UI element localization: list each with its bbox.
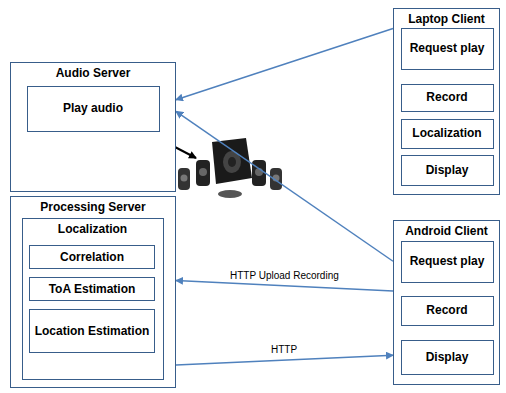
process-box: Record bbox=[401, 84, 494, 112]
process-box: Record bbox=[401, 296, 494, 326]
process-box: Location Estimation bbox=[29, 309, 155, 353]
box-label: Record bbox=[426, 90, 467, 104]
box-label: Location Estimation bbox=[35, 324, 150, 338]
box-heading: Localization bbox=[23, 219, 163, 236]
connector-arrow bbox=[176, 29, 393, 100]
connector-arrow bbox=[176, 111, 393, 261]
box-label: Play audio bbox=[63, 101, 123, 115]
box-label: ToA Estimation bbox=[49, 282, 136, 296]
process-box: Display bbox=[401, 340, 494, 375]
connector-arrow bbox=[176, 355, 393, 365]
client-box: Laptop ClientRequest playRecordLocalizat… bbox=[393, 8, 500, 195]
group-box: LocalizationCorrelationToA EstimationLoc… bbox=[22, 218, 164, 380]
box-label: Request play bbox=[410, 254, 485, 268]
box-heading: Audio Server bbox=[11, 63, 175, 80]
box-label: Localization bbox=[412, 126, 481, 140]
process-box: Play audio bbox=[27, 86, 160, 132]
box-heading: Processing Server bbox=[11, 197, 175, 214]
box-label: Record bbox=[426, 303, 467, 317]
process-box: Request play bbox=[401, 241, 494, 283]
box-label: Display bbox=[426, 163, 469, 177]
server-box: Audio ServerPlay audio bbox=[10, 62, 176, 192]
process-box: Display bbox=[401, 155, 494, 186]
client-box: Android ClientRequest playRecordDisplay bbox=[393, 220, 500, 385]
box-heading: Android Client bbox=[394, 221, 499, 238]
box-label: Correlation bbox=[60, 250, 124, 264]
edge-label: HTTP Upload Recording bbox=[228, 270, 341, 281]
process-box: ToA Estimation bbox=[29, 277, 155, 301]
process-box: Localization bbox=[401, 119, 494, 149]
connector-arrow bbox=[176, 280, 393, 290]
edge-label: HTTP bbox=[269, 344, 299, 355]
process-box: Request play bbox=[401, 28, 494, 70]
process-box: Correlation bbox=[29, 245, 155, 269]
box-label: Display bbox=[426, 350, 469, 364]
box-heading: Laptop Client bbox=[394, 9, 499, 26]
box-label: Request play bbox=[410, 41, 485, 55]
server-box: Processing ServerLocalizationCorrelation… bbox=[10, 196, 176, 388]
